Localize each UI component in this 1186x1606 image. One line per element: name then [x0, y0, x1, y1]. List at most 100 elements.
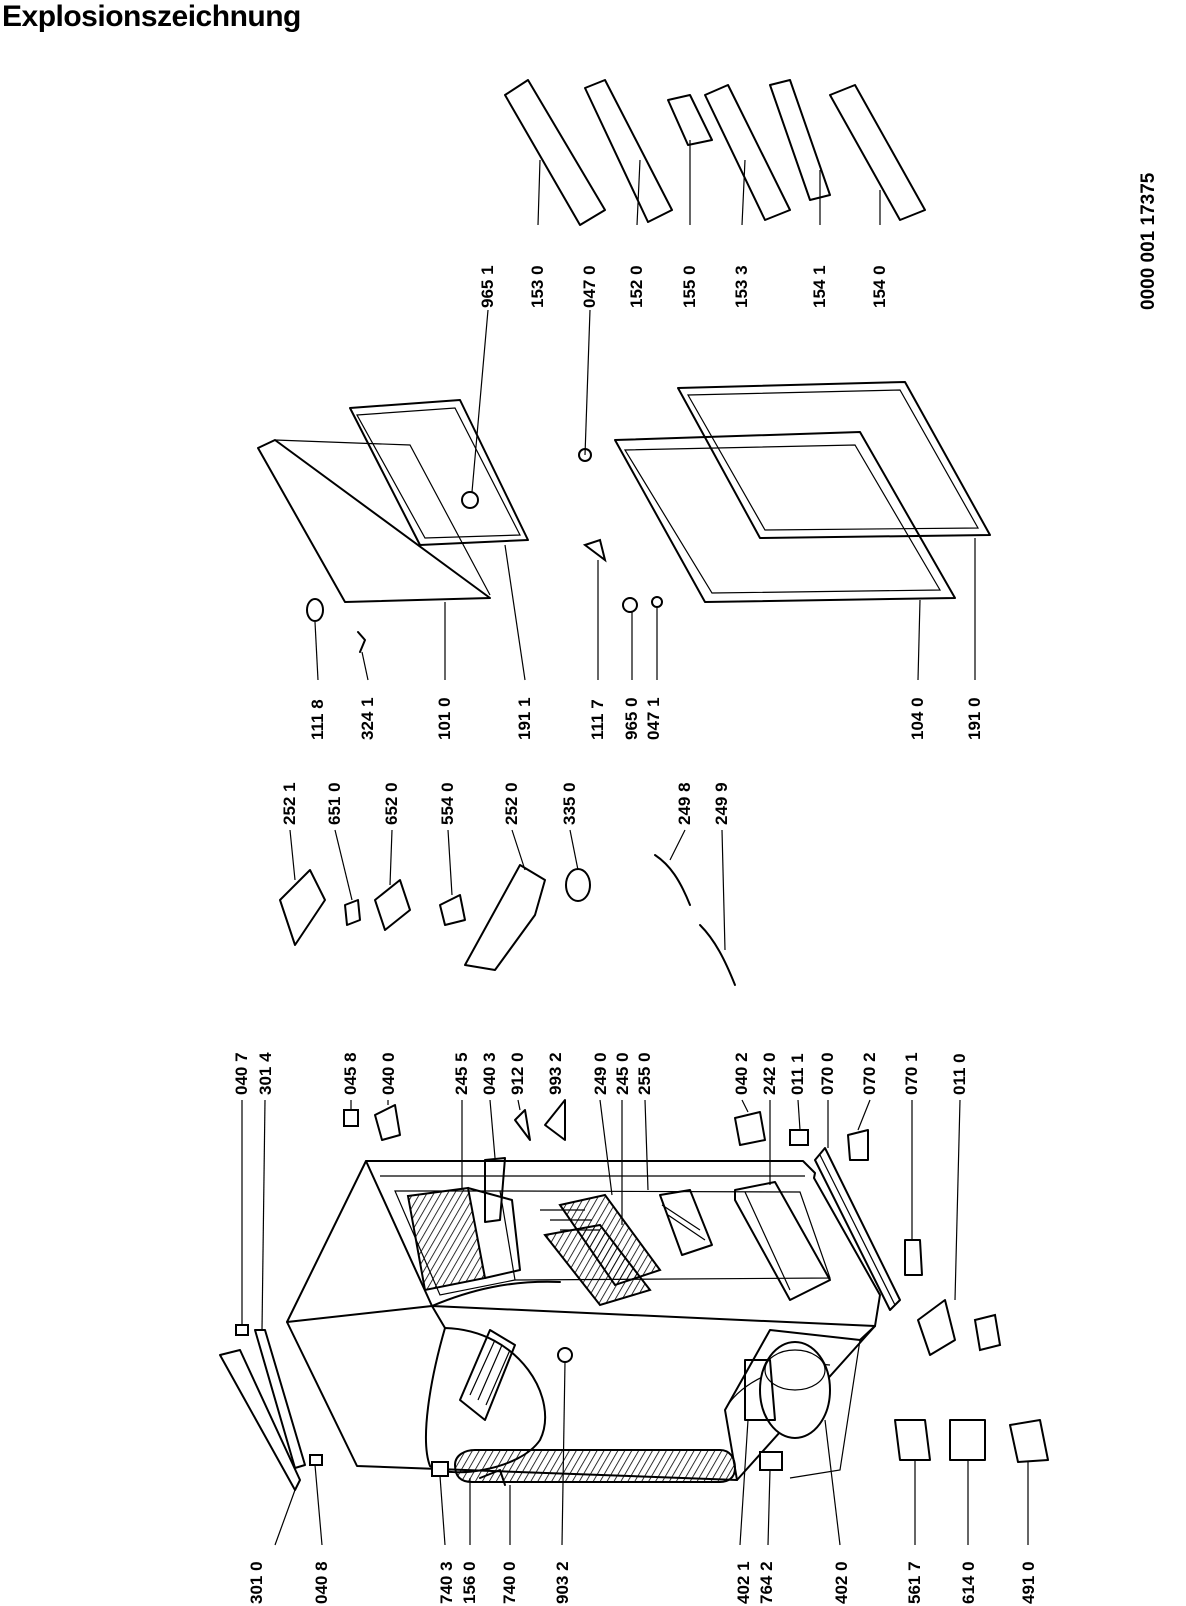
label-111-8: 111 8: [308, 699, 327, 740]
ice-tray: [459, 1329, 516, 1421]
compressor: [744, 1341, 831, 1439]
electrical-parts: [894, 1419, 1049, 1463]
lamp-554-0: [439, 894, 466, 926]
label-245-0: 245 0: [613, 1052, 632, 1095]
label-191-0: 191 0: [965, 697, 984, 740]
label-740-3: 740 3: [437, 1561, 456, 1604]
bottle-rack-154-1: [769, 79, 831, 201]
screw-903-2: [557, 1347, 573, 1363]
label-965-1: 965 1: [478, 265, 497, 308]
label-070-2: 070 2: [860, 1052, 879, 1095]
housing-252-1: [279, 869, 326, 946]
hinge-040-3: [484, 1157, 506, 1223]
label-104-0: 104 0: [908, 697, 927, 740]
label-070-1: 070 1: [902, 1052, 921, 1095]
knob-651-0: [344, 899, 361, 926]
label-402-0: 402 0: [832, 1561, 851, 1604]
label-301-0: 301 0: [247, 1561, 266, 1604]
foot-011-1: [789, 1129, 809, 1146]
clip-040-7: [235, 1324, 249, 1336]
label-764-2: 764 2: [757, 1561, 776, 1604]
label-491-0: 491 0: [1019, 1561, 1038, 1604]
label-252-1: 252 1: [280, 782, 299, 825]
strip-301-4: [254, 1329, 306, 1469]
label-993-2: 993 2: [546, 1052, 565, 1095]
evaporator-freezer: [406, 1186, 521, 1292]
strip-301-0: [219, 1349, 301, 1491]
label-040-2: 040 2: [732, 1052, 751, 1095]
label-614-0: 614 0: [959, 1561, 978, 1604]
label-324-1: 324 1: [358, 697, 377, 740]
fridge-door: [578, 381, 991, 613]
label-249-0: 249 0: [591, 1052, 610, 1095]
label-903-2: 903 2: [553, 1561, 572, 1604]
label-249-9: 249 9: [712, 782, 731, 825]
leader-lines: [241, 140, 1029, 1546]
knob-335-0: [565, 868, 591, 902]
relay-561-7: [894, 1419, 931, 1461]
label-047-1: 047 1: [644, 697, 663, 740]
label-040-3: 040 3: [480, 1052, 499, 1095]
label-047-0: 047 0: [580, 265, 599, 308]
shelves-group: [540, 1189, 713, 1307]
bracket-740-0: [479, 1469, 506, 1486]
part-764-2: [759, 1451, 783, 1471]
housing-252-0: [464, 864, 546, 971]
label-191-1: 191 1: [515, 697, 534, 740]
shelf-154-0: [829, 84, 926, 221]
label-101-0: 101 0: [435, 697, 454, 740]
shelf-152-0: [584, 79, 673, 223]
hinge-040-2: [734, 1111, 766, 1146]
label-156-0: 156 0: [460, 1561, 479, 1604]
crisper-drawer: [734, 1181, 831, 1301]
egg-tray-155-0: [667, 94, 713, 146]
small-parts-left: [219, 1324, 783, 1491]
hardware-column: [343, 1099, 1002, 1356]
page-title: Explosionszeichnung: [2, 0, 301, 33]
label-740-0: 740 0: [500, 1561, 519, 1604]
label-301-4: 301 4: [256, 1052, 275, 1095]
hinge-040-0: [374, 1104, 401, 1141]
label-045-8: 045 8: [341, 1052, 360, 1095]
label-111-7: 111 7: [588, 699, 607, 740]
condenser: [453, 1449, 737, 1483]
label-252-0: 252 0: [502, 782, 521, 825]
label-335-0: 335 0: [560, 782, 579, 825]
shelf-153-3: [704, 84, 791, 221]
freezer-door: [257, 399, 529, 653]
foot-screw-011-0: [973, 1313, 1002, 1352]
label-040-0: 040 0: [379, 1052, 398, 1095]
door-rail-249-8: [654, 854, 691, 906]
label-153-0: 153 0: [528, 265, 547, 308]
label-011-0: 011 0: [950, 1053, 969, 1095]
label-912-0: 912 0: [508, 1052, 527, 1095]
label-040-8: 040 8: [312, 1561, 331, 1604]
clip-040-8: [309, 1454, 323, 1466]
foot-011-0: [917, 1299, 956, 1356]
cap-740-3: [431, 1461, 449, 1477]
label-965-0: 965 0: [622, 697, 641, 740]
label-153-3: 153 3: [732, 265, 751, 308]
label-402-1: 402 1: [734, 1561, 753, 1604]
label-155-0: 155 0: [680, 265, 699, 308]
label-561-7: 561 7: [905, 1561, 924, 1604]
bolt-993-2: [544, 1099, 566, 1141]
label-070-0: 070 0: [818, 1052, 837, 1095]
label-554-0: 554 0: [438, 782, 457, 825]
bottom-cover-strip: [814, 1147, 901, 1311]
label-652-0: 652 0: [382, 782, 401, 825]
label-154-1: 154 1: [810, 265, 829, 308]
cover-070-1: [904, 1239, 923, 1276]
screw-912-0: [514, 1109, 531, 1141]
label-255-0: 255 0: [635, 1052, 654, 1095]
label-651-0: 651 0: [325, 782, 344, 825]
thermostat-parts: [279, 854, 736, 986]
cover-070-2: [847, 1129, 869, 1161]
thermostat-652-0: [374, 879, 411, 931]
label-242-0: 242 0: [760, 1052, 779, 1095]
label-011-1: 011 1: [788, 1053, 807, 1095]
overload-614-0: [949, 1419, 986, 1461]
door-shelves: [504, 79, 926, 226]
label-152-0: 152 0: [627, 265, 646, 308]
